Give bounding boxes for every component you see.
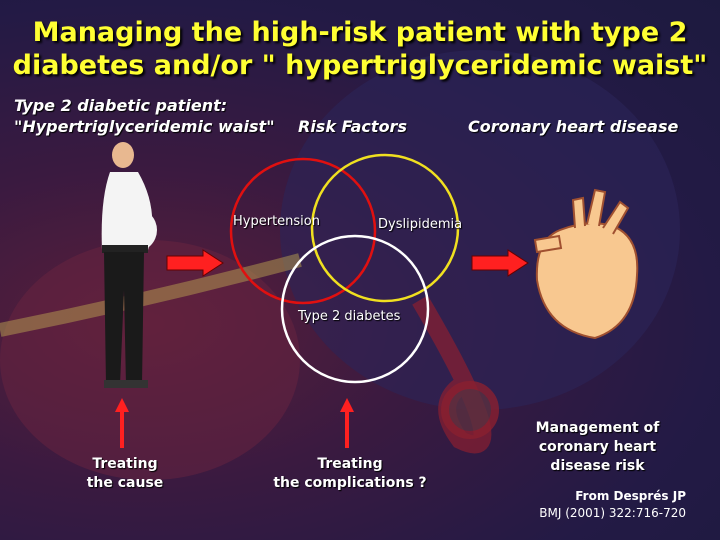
treating-complications-line-1: Treating: [317, 456, 383, 472]
treating-cause-line-2: the cause: [86, 475, 164, 491]
risk-factors-header: Risk Factors: [298, 117, 407, 136]
venn-label-hypertension: Hypertension: [233, 214, 320, 229]
title-line-2: diabetes and/or " hypertriglyceridemic w…: [12, 50, 708, 81]
venn-label-dyslipidemia: Dyslipidemia: [378, 217, 463, 232]
patient-header-line-2: "Hypertriglyceridemic waist": [14, 117, 275, 136]
heart-icon: [533, 188, 639, 340]
arrow-up-icon: [115, 398, 129, 448]
treating-complications-line-2: the complications ?: [273, 475, 427, 491]
treating-cause-label: Treating the cause: [70, 455, 180, 493]
patient-header-line-1: Type 2 diabetic patient:: [14, 96, 228, 115]
patient-figure: [101, 142, 157, 388]
management-line-2: coronary heart: [538, 439, 657, 455]
venn-circle-hypertension: [229, 157, 377, 305]
venn-circle-diabetes: [280, 234, 430, 384]
reference-line-2: BMJ (2001) 322:716-720: [539, 506, 686, 520]
treating-complications-label: Treating the complications ?: [260, 455, 440, 493]
venn-circle-dyslipidemia: [310, 153, 460, 303]
reference-line-1: From Després JP: [575, 489, 686, 503]
arrow-up-icon: [340, 398, 354, 448]
patient-header: Type 2 diabetic patient: "Hypertriglycer…: [14, 95, 275, 137]
chd-header: Coronary heart disease: [468, 117, 679, 136]
management-line-1: Management of: [535, 420, 660, 436]
arrow-right-icon: [471, 249, 529, 277]
management-line-3: disease risk: [550, 458, 645, 474]
management-label: Management of coronary heart disease ris…: [520, 419, 675, 476]
treating-cause-line-1: Treating: [92, 456, 158, 472]
reference: From Després JP BMJ (2001) 322:716-720: [539, 488, 686, 522]
slide-title: Managing the high-risk patient with type…: [0, 16, 720, 82]
venn-label-diabetes: Type 2 diabetes: [298, 309, 401, 324]
arrow-right-icon: [166, 249, 224, 277]
title-line-1: Managing the high-risk patient with type…: [32, 17, 688, 48]
